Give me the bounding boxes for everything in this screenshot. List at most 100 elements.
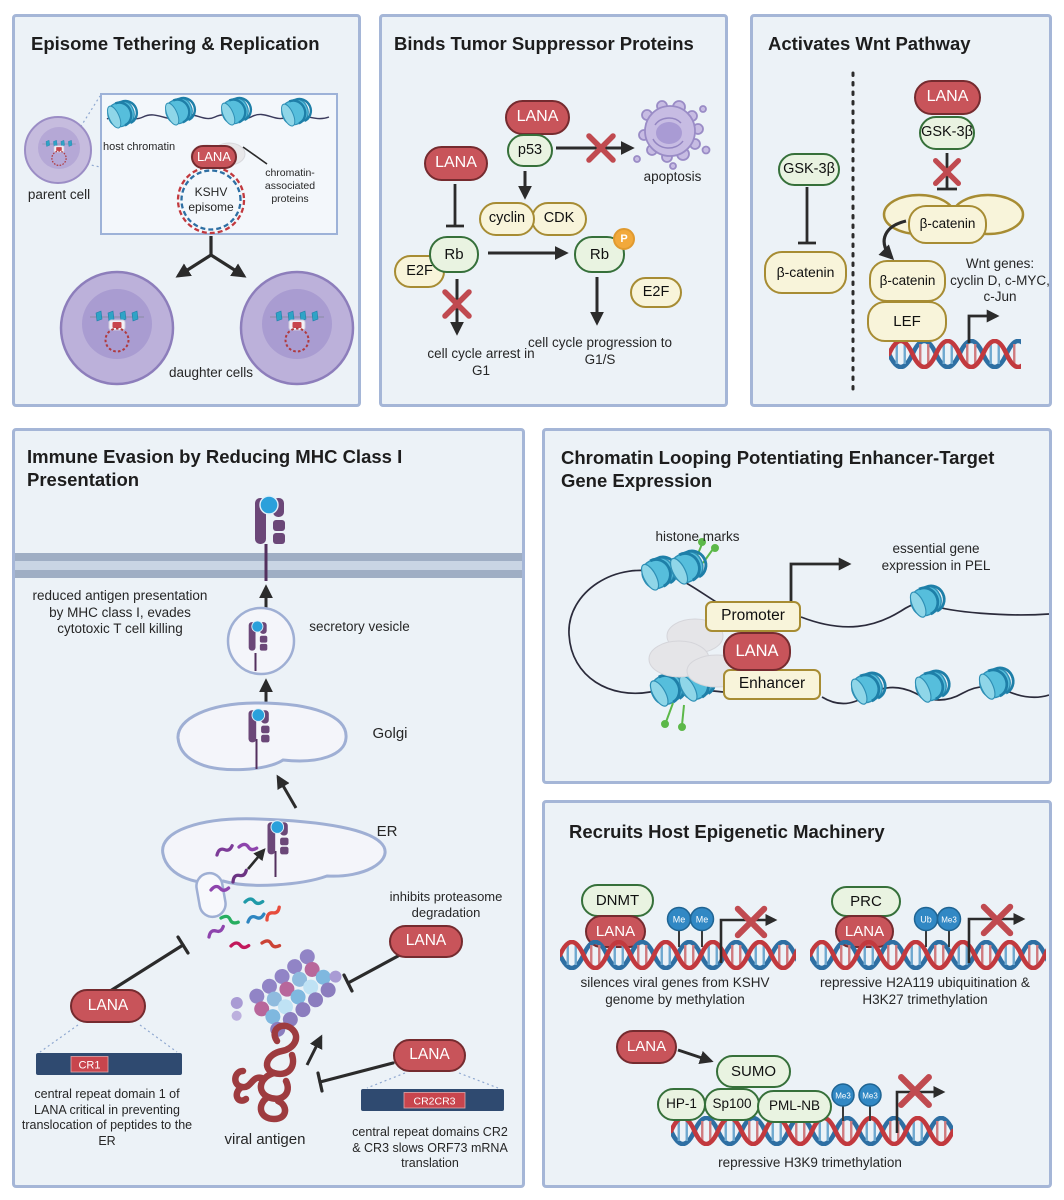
daughter-cells-label: daughter cells [168, 365, 254, 380]
mhc-receptor-surface [254, 495, 286, 545]
phospho-badge: P [613, 228, 635, 250]
antigen-to-proteasome-arrow [305, 1034, 323, 1066]
h2a-caption: repressive H2A119 ubiquitination & H3K27… [820, 975, 1030, 1007]
apoptosis-label: apoptosis [643, 169, 702, 184]
lana-pill: LANA [393, 1039, 466, 1072]
lana-antigen-tbar [316, 1061, 395, 1093]
golgi-shape [176, 701, 348, 772]
marks-right: Ub Me3 [913, 906, 962, 947]
dnmt-node: DNMT [581, 884, 654, 917]
proteasome-shape [230, 949, 342, 1037]
dna-helix-right [810, 942, 1049, 968]
panel-title: Activates Wnt Pathway [768, 33, 971, 54]
apoptosis-cell-shape [633, 100, 711, 170]
pointer-line [242, 146, 268, 165]
kshv-episome-label: KSHV episome [188, 185, 234, 214]
daughter-cell-right [239, 270, 355, 386]
viral-antigen-shape [232, 1022, 300, 1123]
rb-node: Rb [429, 236, 479, 273]
division-arrows [175, 236, 247, 278]
sp100-node: Sp100 [704, 1088, 760, 1121]
blocked-transcription-arrow [967, 913, 1026, 963]
cell-membrane [15, 553, 522, 578]
panel-wnt-pathway: Activates Wnt Pathway GSK-3β β-catenin L… [750, 14, 1052, 407]
release-curved-arrow [878, 219, 907, 261]
histone-pins-bottom [661, 702, 686, 731]
golgi-arrow [276, 774, 298, 809]
lana-cr1-tbar [105, 935, 190, 995]
golgi-label: Golgi [372, 725, 408, 742]
me3-label: Me3 [941, 916, 957, 925]
panel-tumor-suppressor: Binds Tumor Suppressor Proteins LANA p53… [379, 14, 728, 407]
me3-marks-bottom: Me3 Me3 [831, 1083, 882, 1121]
panel-title: Immune Evasion by Reducing MHC Class I P… [27, 446, 403, 490]
wnt-genes-label: Wnt genes: cyclin D, c-MYC, c-Jun [950, 256, 1050, 305]
gsk-inhibition-tbar-left [798, 187, 816, 245]
lana-inhibition-tbar [446, 184, 464, 228]
cr1-label: CR1 [78, 1060, 100, 1072]
hp1-node: HP-1 [657, 1088, 706, 1121]
callout-dotted-lines [77, 95, 101, 168]
panel-chromatin-looping: Chromatin Looping Potentiating Enhancer-… [542, 428, 1052, 784]
lana-pill: LANA [723, 632, 791, 671]
h3k9-caption: repressive H3K9 trimethylation [718, 1155, 902, 1170]
sumo-node: SUMO [716, 1055, 791, 1088]
host-chromatin-label: host chromatin [103, 141, 176, 153]
histone-marks-label: histone marks [655, 529, 740, 544]
progression-label: cell cycle progression to G1/S [527, 335, 673, 367]
me-label: Me [673, 915, 686, 925]
lana-pill: LANA [616, 1030, 677, 1064]
panel-episome-tethering: Episome Tethering & Replication [12, 14, 361, 407]
lana-pill: LANA [424, 146, 488, 181]
lana-pill: LANA [914, 80, 981, 115]
silences-caption: silences viral genes from KSHV genome by… [580, 975, 770, 1007]
immune-graphics: CR1 CR2CR3 [15, 495, 522, 1123]
ub-label: Ub [920, 915, 932, 925]
lana-sumo-arrow [677, 1048, 714, 1065]
er-shape [161, 817, 387, 919]
e2f-free-node: E2F [630, 277, 682, 308]
panel-title: Episome Tethering & Replication [31, 33, 320, 54]
transcription-arrow [967, 309, 1000, 343]
panel-title: Binds Tumor Suppressor Proteins [394, 33, 694, 54]
host-chromatin-strand [103, 92, 330, 132]
gsk3b-node: GSK-3β [778, 153, 840, 186]
promoter-node: Promoter [705, 601, 801, 632]
enhancer-node: Enhancer [723, 669, 821, 700]
reduced-antigen-label: reduced antigen presentation by MHC clas… [32, 588, 208, 637]
lana-pill: LANA [505, 100, 570, 135]
daughter-cell-left [59, 270, 175, 386]
pathway-arrows [450, 141, 635, 336]
e2f-node: E2F [394, 255, 445, 288]
bcatenin-node: β-catenin [764, 251, 847, 294]
cr2cr3-caption: central repeat domains CR2 & CR3 slows O… [352, 1125, 508, 1170]
lana-proteasome-tbar [342, 954, 400, 993]
pmlnb-node: PML-NB [757, 1090, 832, 1123]
lana-pill: LANA [191, 145, 237, 169]
lana-pill: LANA [389, 925, 463, 958]
me-label: Me [696, 915, 709, 925]
peptides [207, 842, 282, 950]
secretory-vesicle-shape [226, 606, 296, 676]
er-label: ER [376, 823, 398, 840]
bcatenin-complex-node: β-catenin [908, 205, 987, 244]
wnt-front-graphics [878, 219, 907, 261]
cr2cr3-domain-bar: CR2CR3 [361, 1072, 504, 1111]
parent-cell-label: parent cell [27, 187, 91, 202]
inhibits-proteasome-label: inhibits proteasome degradation [389, 889, 503, 921]
cyclin-node: cyclin [479, 202, 535, 236]
blocked-transcription-arrow [895, 1086, 946, 1133]
parent-cell-shape [24, 116, 92, 184]
viral-antigen-label: viral antigen [224, 1131, 306, 1148]
transcription-arrow [789, 557, 852, 603]
tumor-graphics [382, 100, 711, 336]
lana-pill: LANA [70, 989, 146, 1023]
p53-node: p53 [507, 134, 553, 167]
cr1-domain-bar: CR1 [36, 1024, 182, 1075]
epigenetic-front-graphics: Me Me Ub Me3 Me3 Me3 [545, 803, 1049, 1133]
gsk3b-bound-node: GSK-3β [919, 116, 975, 150]
panel-epigenetic-machinery: Recruits Host Epigenetic Machinery DNMT … [542, 800, 1052, 1188]
cr1-caption: central repeat domain 1 of LANA critical… [21, 1087, 193, 1148]
arrest-label: cell cycle arrest in G1 [427, 346, 535, 378]
